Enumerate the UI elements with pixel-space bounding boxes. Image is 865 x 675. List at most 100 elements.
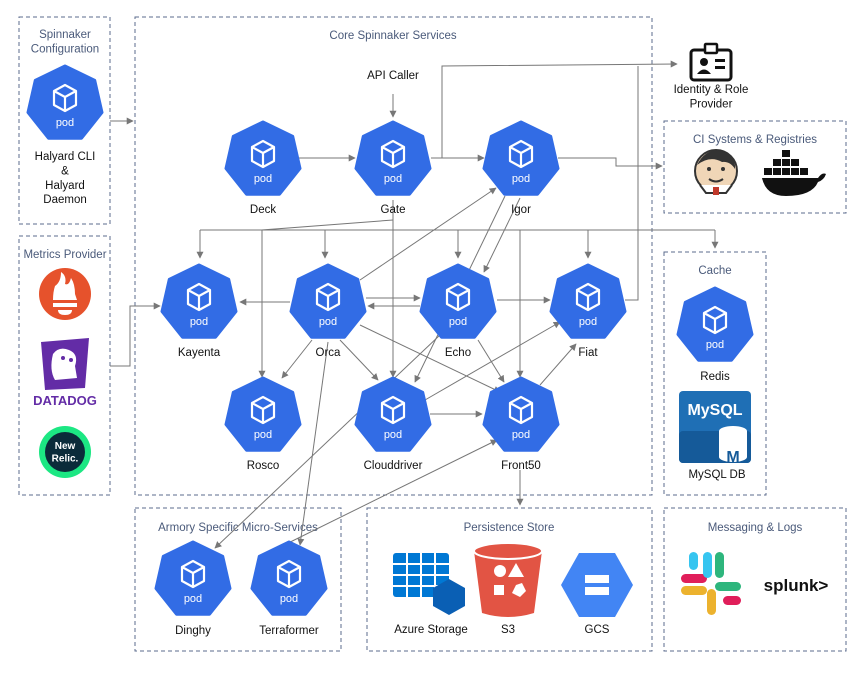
pod-icon-deck: pod xyxy=(224,120,302,196)
gcs-icon xyxy=(561,553,633,617)
label-rosco: Rosco xyxy=(247,460,280,472)
prometheus-icon xyxy=(39,268,91,320)
pod-text: pod xyxy=(280,593,298,605)
pod-text: pod xyxy=(449,316,467,328)
splunk-wordmark: splunk> xyxy=(764,576,829,595)
edge-clouddriver-fiat xyxy=(424,321,561,401)
edge-fiat-identity xyxy=(625,66,639,301)
cube-icon xyxy=(508,395,534,425)
edge-echo-front50 xyxy=(477,339,505,383)
edges xyxy=(110,60,719,553)
edge-terraformer-front50 xyxy=(269,439,498,553)
label-clouddriver: Clouddriver xyxy=(364,460,423,472)
cube-icon xyxy=(380,139,406,169)
pod-text: pod xyxy=(512,429,530,441)
pod-text: pod xyxy=(56,117,74,129)
label-kayenta: Kayenta xyxy=(178,347,221,359)
cube-icon xyxy=(250,395,276,425)
datadog-icon xyxy=(41,338,89,390)
label-api-caller: API Caller xyxy=(367,70,419,82)
pod-text: pod xyxy=(512,173,530,185)
group-core-services xyxy=(134,16,653,496)
group-armory xyxy=(134,507,342,652)
edge-orca-front50 xyxy=(359,324,501,393)
label-gate: Gate xyxy=(381,204,406,216)
pod-text: pod xyxy=(579,316,597,328)
edge-gate-rosco xyxy=(258,219,394,378)
label-mysql: MySQL DB xyxy=(688,469,745,481)
pod-text: pod xyxy=(706,339,724,351)
edge-orca-terraformer xyxy=(297,341,329,546)
label-gcs: GCS xyxy=(585,624,610,636)
newrelic-icon xyxy=(39,426,91,478)
jenkins-icon xyxy=(694,149,738,195)
group-title-metrics: Metrics Provider xyxy=(23,249,106,261)
label-redis: Redis xyxy=(700,371,730,383)
id-badge-icon xyxy=(689,42,733,82)
edge-echo-dinghy xyxy=(214,334,441,549)
group-title-persistence: Persistence Store xyxy=(464,522,555,534)
cube-icon xyxy=(186,282,212,312)
cube-icon xyxy=(702,305,728,335)
pod-icon-dinghy: pod xyxy=(154,540,232,616)
cube-icon xyxy=(508,139,534,169)
group-title-ci: CI Systems & Registries xyxy=(693,134,817,146)
group-messaging xyxy=(663,507,847,652)
mysql-wordmark: MySQL xyxy=(687,402,742,419)
edge-orca-clouddriver xyxy=(339,339,379,381)
pod-text: pod xyxy=(254,429,272,441)
pod-text: pod xyxy=(319,316,337,328)
group-title-cache: Cache xyxy=(698,265,731,277)
label-fiat: Fiat xyxy=(578,347,598,359)
cube-icon xyxy=(380,395,406,425)
pod-text: pod xyxy=(254,173,272,185)
cube-icon xyxy=(575,282,601,312)
label-dinghy: Dinghy xyxy=(175,625,211,637)
label-azure: Azure Storage xyxy=(394,624,468,636)
pod-text: pod xyxy=(384,429,402,441)
mysql-icon xyxy=(679,391,751,463)
datadog-wordmark: DATADOG xyxy=(33,393,97,408)
cube-icon xyxy=(180,559,206,589)
label-echo: Echo xyxy=(445,347,471,359)
label-s3: S3 xyxy=(501,624,515,636)
label-terraformer: Terraformer xyxy=(259,625,319,637)
pod-icon-terraformer: pod xyxy=(250,540,328,616)
edge-gate-identity xyxy=(431,60,678,159)
pod-icon-gate: pod xyxy=(354,120,432,196)
docker-icon xyxy=(762,150,826,196)
cube-icon xyxy=(52,83,78,113)
cube-icon xyxy=(315,282,341,312)
pod-icon-igor: pod xyxy=(482,120,560,196)
pod-icon-redis: pod xyxy=(676,286,754,362)
edge-orca-rosco xyxy=(281,339,313,379)
pod-icon-kayenta: pod xyxy=(160,263,238,339)
group-title-core: Core Spinnaker Services xyxy=(329,30,456,42)
pod-icon-rosco: pod xyxy=(224,376,302,452)
pod-icon-halyard: pod xyxy=(26,64,104,140)
edge-front50-fiat xyxy=(539,343,577,386)
group-spinnaker-config xyxy=(18,16,111,225)
pod-icon-front50: pod xyxy=(482,376,560,452)
s3-icon xyxy=(473,542,543,617)
azure-storage-icon xyxy=(393,553,465,615)
cube-icon xyxy=(276,559,302,589)
pod-icon-clouddriver: pod xyxy=(354,376,432,452)
label-front50: Front50 xyxy=(501,460,541,472)
pod-text: pod xyxy=(384,173,402,185)
pod-text: pod xyxy=(184,593,202,605)
mysql-m-letter: M xyxy=(726,449,739,466)
pod-icon-orca: pod xyxy=(289,263,367,339)
group-persistence xyxy=(366,507,653,652)
cube-icon xyxy=(445,282,471,312)
group-title-messaging: Messaging & Logs xyxy=(708,522,803,534)
pod-text: pod xyxy=(190,316,208,328)
edge-metrics-kayenta xyxy=(110,302,161,367)
group-cache xyxy=(663,251,767,496)
edge-igor-echo xyxy=(483,197,521,273)
pod-icon-fiat: pod xyxy=(549,263,627,339)
slack-icon xyxy=(681,552,741,615)
